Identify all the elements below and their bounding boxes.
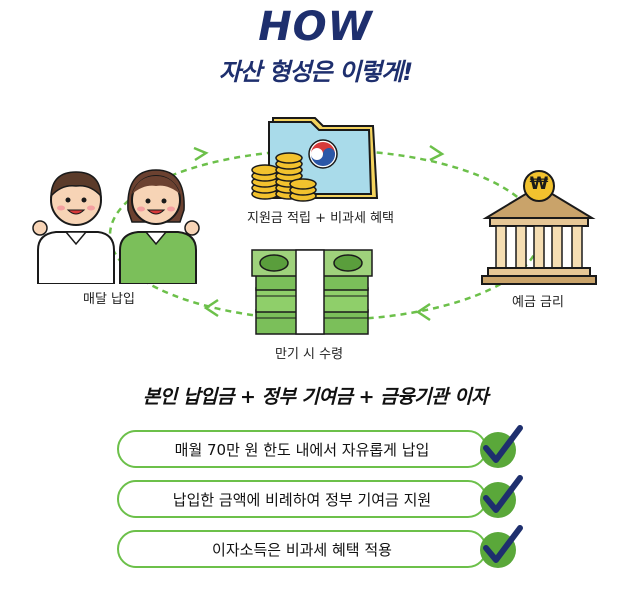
benefit-item: 이자소득은 비과세 혜택 적용: [117, 530, 487, 568]
arrow-head-icon: [203, 298, 219, 318]
people-label: 매달 납입: [83, 292, 135, 307]
benefit-item: 매월 70만 원 한도 내에서 자유롭게 납입: [117, 430, 487, 468]
people-illustration: [32, 169, 200, 284]
summary-formula: 본인 납입금 + 정부 기여금 + 금융기관 이자: [142, 386, 489, 408]
savings-label: 지원금 적립 + 비과세 혜택: [247, 211, 395, 226]
check-icon: [480, 425, 523, 468]
check-icon: [480, 525, 523, 568]
savings-folder-icon: [251, 117, 379, 202]
bank-symbol: ₩: [529, 174, 549, 194]
arrow-head-icon: [429, 144, 445, 162]
bank-label: 예금 금리: [512, 295, 564, 310]
check-icon: [480, 475, 523, 518]
page-subtitle: 자산 형성은 이렇게!: [218, 58, 413, 86]
benefit-item: 납입한 금액에 비례하여 정부 기여금 지원: [117, 480, 487, 518]
bank-icon: [481, 170, 597, 285]
page-title: HOW: [258, 4, 373, 50]
arrow-head-icon: [415, 302, 431, 322]
arrow-head-icon: [193, 146, 209, 162]
cash-stack-icon: [251, 249, 373, 335]
cash-label: 만기 시 수령: [275, 347, 344, 362]
